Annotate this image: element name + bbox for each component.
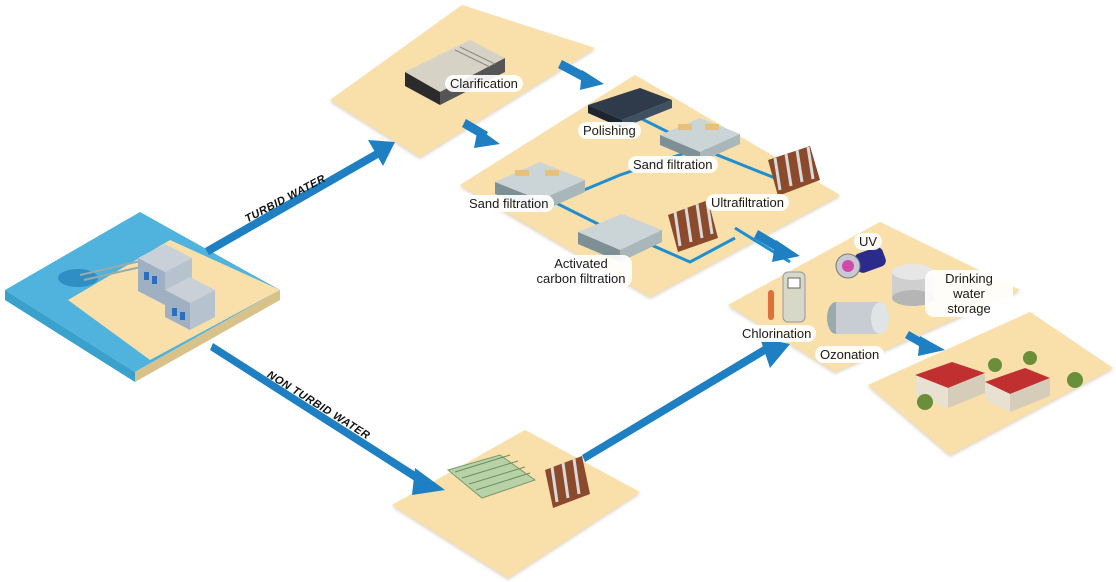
ultrafiltration-module-icon-3 (545, 456, 590, 508)
ultrafiltration-module-icon-2 (668, 200, 718, 252)
intake-building-icon (138, 244, 215, 330)
activated-carbon-filtration-label: Activated carbon filtration (530, 255, 632, 287)
ultrafiltration-module-icon-1 (768, 146, 820, 196)
arrow-turbid-water (205, 140, 395, 255)
polishing-label: Polishing (578, 122, 641, 139)
ozonation-label: Ozonation (815, 346, 885, 363)
arrow-filtration-to-disinfection (754, 230, 800, 262)
membrane-rack-icon (446, 454, 537, 499)
drinking-water-storage-label: Drinking water storage (925, 270, 1013, 317)
sand-filtration-label-2: Sand filtration (464, 195, 554, 212)
ozonation-tank-icon (827, 302, 889, 334)
filtration-platform (460, 75, 840, 297)
arrow-disinfection-to-town (905, 331, 945, 356)
ultrafiltration-label: Ultrafiltration (706, 194, 789, 211)
activated-carbon-filter-icon (578, 214, 662, 262)
uv-reactor-icon (835, 247, 886, 279)
membrane-filtration-platform (392, 430, 640, 578)
arrow-membrane-to-disinfection (582, 338, 790, 462)
chlorination-unit-icon (768, 271, 806, 323)
houses-icon (915, 351, 1083, 412)
sand-filtration-label-1: Sand filtration (628, 156, 718, 173)
chlorination-label: Chlorination (737, 325, 817, 342)
clarification-label: Clarification (445, 75, 523, 92)
sand-filter-icon-1 (660, 118, 740, 162)
arrow-clarification-to-polishing (558, 60, 604, 90)
uv-label: UV (854, 233, 883, 250)
arrow-clarification-to-filtration (462, 119, 500, 148)
arrow-non-turbid-water (210, 343, 445, 495)
